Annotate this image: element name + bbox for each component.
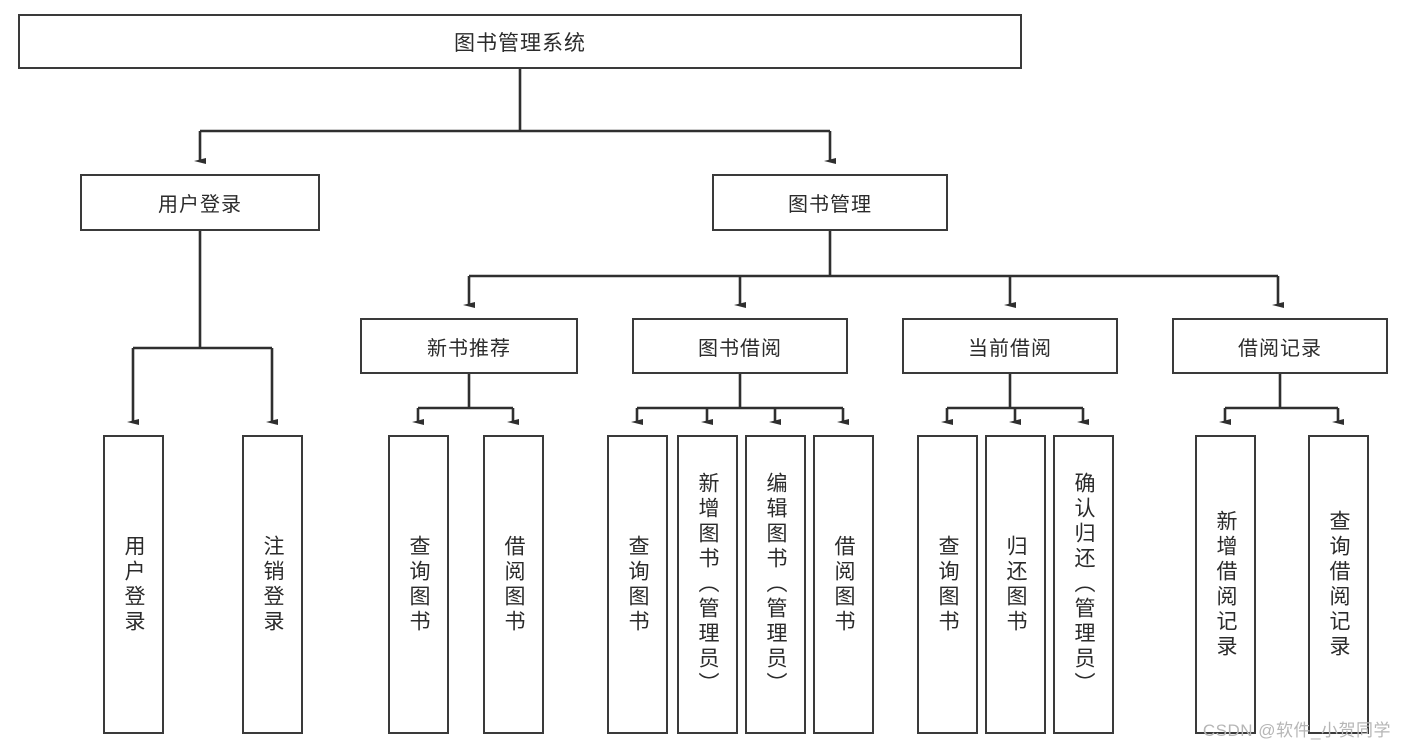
node-leaf-edit-book[interactable]: 编辑图书（管理员） [745, 435, 806, 734]
node-leaf-user-login[interactable]: 用户登录 [103, 435, 164, 734]
node-label: 注销登录 [261, 534, 284, 635]
node-label: 新书推荐 [427, 337, 511, 360]
node-current-borrow[interactable]: 当前借阅 [902, 318, 1118, 374]
node-user-login[interactable]: 用户登录 [80, 174, 320, 231]
node-leaf-query-record[interactable]: 查询借阅记录 [1308, 435, 1369, 734]
node-label: 新增图书（管理员） [696, 472, 719, 697]
node-new-book-rec[interactable]: 新书推荐 [360, 318, 578, 374]
node-label: 编辑图书（管理员） [764, 472, 787, 697]
node-label: 新增借阅记录 [1214, 509, 1237, 660]
node-label: 查询图书 [407, 534, 430, 635]
node-label: 借阅记录 [1238, 337, 1322, 360]
node-leaf-confirm-return[interactable]: 确认归还（管理员） [1053, 435, 1114, 734]
node-book-manage[interactable]: 图书管理 [712, 174, 948, 231]
node-leaf-borrow-book-2[interactable]: 借阅图书 [813, 435, 874, 734]
node-label: 查询借阅记录 [1327, 509, 1350, 660]
node-leaf-query-book-2[interactable]: 查询图书 [607, 435, 668, 734]
node-label: 图书借阅 [698, 337, 782, 360]
node-leaf-add-record[interactable]: 新增借阅记录 [1195, 435, 1256, 734]
node-label: 用户登录 [122, 534, 145, 635]
watermark-text: CSDN @软件_小贺同学 [1202, 721, 1391, 740]
node-label: 当前借阅 [968, 337, 1052, 360]
node-label: 确认归还（管理员） [1072, 472, 1095, 697]
node-leaf-return-book[interactable]: 归还图书 [985, 435, 1046, 734]
node-label: 归还图书 [1004, 534, 1027, 635]
node-label: 借阅图书 [502, 534, 525, 635]
node-root-system[interactable]: 图书管理系统 [18, 14, 1022, 69]
node-label: 查询图书 [936, 534, 959, 635]
node-leaf-query-book-1[interactable]: 查询图书 [388, 435, 449, 734]
node-leaf-user-logout[interactable]: 注销登录 [242, 435, 303, 734]
node-leaf-borrow-book-1[interactable]: 借阅图书 [483, 435, 544, 734]
node-label: 借阅图书 [832, 534, 855, 635]
node-label: 图书管理系统 [454, 31, 586, 55]
node-leaf-query-book-3[interactable]: 查询图书 [917, 435, 978, 734]
node-label: 图书管理 [788, 194, 872, 216]
node-borrow-record[interactable]: 借阅记录 [1172, 318, 1388, 374]
node-label: 用户登录 [158, 194, 242, 216]
node-leaf-add-book[interactable]: 新增图书（管理员） [677, 435, 738, 734]
node-book-borrow[interactable]: 图书借阅 [632, 318, 848, 374]
node-label: 查询图书 [626, 534, 649, 635]
